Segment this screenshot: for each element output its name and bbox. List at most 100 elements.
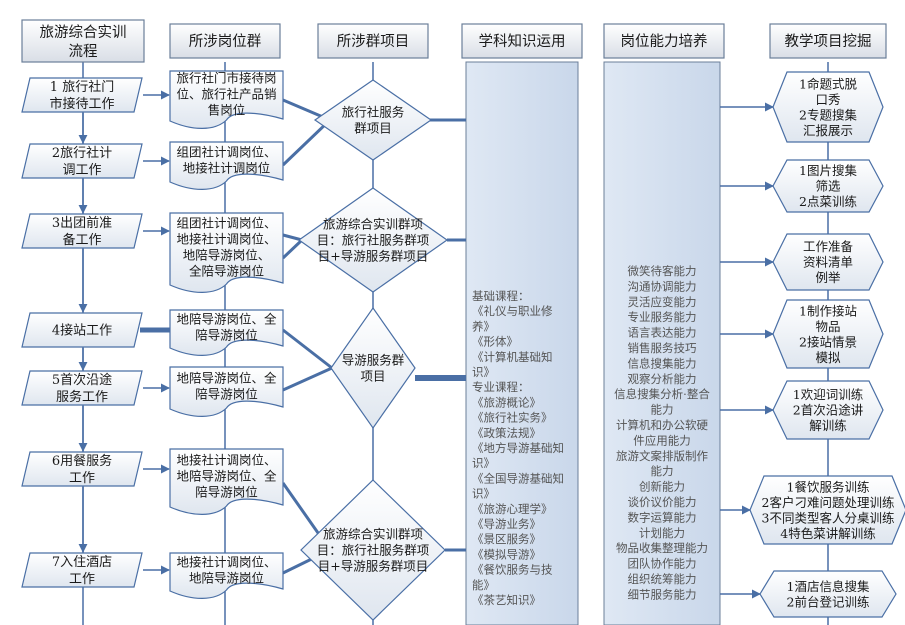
position-group-line: 地接社计调岗位 <box>183 161 271 176</box>
arrows <box>78 90 774 599</box>
teaching-hexagon-shape <box>772 299 884 369</box>
teaching-hexagon-line: 2前台登记训练 <box>787 594 870 609</box>
project-diamond-line: 旅行社服务 <box>342 105 405 120</box>
process-step-shape <box>21 451 143 487</box>
knowledge-line: 《政策法规》 <box>472 426 541 440</box>
header-process <box>21 19 145 63</box>
knowledge-line: 识》 <box>472 487 495 501</box>
project-diamond-line: 目+导游服务群项目 <box>318 249 428 264</box>
project-diamond-shape <box>313 79 433 161</box>
position-group-line: 地陪导游岗位、全 <box>176 469 277 484</box>
project-diamond-shape <box>297 187 449 293</box>
knowledge-line: 识》 <box>472 456 495 470</box>
position-group-line: 地陪导游岗位 <box>189 571 264 586</box>
teaching-hexagon-line: 1图片搜集 <box>799 163 857 178</box>
abilities-text: 微笑待客能力沟通协调能力灵活应变能力专业服务能力语言表达能力销售服务技巧信息搜集… <box>614 264 710 601</box>
teaching-hexagon-line: 筛选 <box>815 179 841 194</box>
teaching-hexagon-shape <box>772 71 884 143</box>
header-teaching-label: 教学项目挖掘 <box>785 33 872 50</box>
teaching-hexagon-line: 2接站情景 <box>799 334 857 349</box>
connector-line <box>282 233 303 242</box>
header-projects-label: 所涉群项目 <box>337 33 410 50</box>
position-groups: 旅行社门市接待岗位、旅行社产品销售岗位组团社计调岗位、地接社计调岗位组团社计调岗… <box>169 70 284 599</box>
position-group-shape <box>169 70 284 129</box>
knowledge-line: 基础课程： <box>472 289 530 303</box>
ability-line: 专业服务能力 <box>628 310 697 324</box>
teaching-hexagon-line: 汇报展示 <box>803 123 853 138</box>
teaching-hexagon-line: 2专题搜集 <box>799 107 857 122</box>
knowledge-line: 《形体》 <box>472 335 518 349</box>
knowledge-column <box>465 61 579 625</box>
position-group: 地接社计调岗位、地陪导游岗位、全陪导游岗位 <box>169 448 284 515</box>
project-diamond-shape <box>300 479 446 621</box>
knowledge-line: 《旅行社实务》 <box>472 411 553 425</box>
teaching-hexagon-line: 1酒店信息搜集 <box>787 579 870 594</box>
position-group-line: 陪导游岗位 <box>195 485 258 500</box>
ability-line: 能力 <box>651 403 674 417</box>
knowledge-line: 《模拟导游》 <box>472 547 541 561</box>
process-step-line: 3出团前准 <box>52 215 112 231</box>
position-group-line: 组团社计调岗位、 <box>176 145 276 160</box>
header-process-line2: 流程 <box>69 43 98 60</box>
process-step-line: 4接站工作 <box>52 323 112 339</box>
knowledge-line: 能》 <box>472 578 495 592</box>
process-steps: 1 旅行社门市接待工作2旅行社计调工作3出团前准备工作4接站工作5首次沿途服务工… <box>21 77 143 588</box>
position-group-line: 地接社计调岗位、 <box>176 555 276 570</box>
process-step-line: 7入住酒店 <box>52 555 112 570</box>
ability-line: 微笑待客能力 <box>628 264 697 278</box>
process-step-line: 备工作 <box>62 232 101 248</box>
position-group-shape <box>169 366 284 417</box>
header-abilities <box>603 23 725 59</box>
connector-line <box>282 328 333 370</box>
position-group: 地陪导游岗位、全陪导游岗位 <box>169 309 284 356</box>
process-step-shape <box>21 370 143 406</box>
teaching-hexagon-line: 解训练 <box>809 418 847 433</box>
ability-line: 组织统筹能力 <box>628 572 697 586</box>
position-group: 地陪导游岗位、全陪导游岗位 <box>169 366 284 417</box>
teaching-hexagon-line: 物品 <box>815 319 840 334</box>
position-group-line: 位、旅行社产品销 <box>176 87 276 102</box>
project-diamond-line: 目：旅行社服务群项 <box>317 543 430 558</box>
teaching-hexagon-shape <box>772 380 884 440</box>
position-group-line: 陪导游岗位 <box>195 328 258 343</box>
process-step-line: 2旅行社计 <box>52 145 112 161</box>
ability-line: 观察分析能力 <box>628 372 697 386</box>
project-diamond-line: 旅游综合实训群项 <box>323 217 423 232</box>
teaching-hexagon-line: 1餐饮服务训练 <box>787 479 870 494</box>
process-step-shape <box>21 143 143 179</box>
ability-line: 信息搜集能力 <box>628 356 697 370</box>
ability-line: 团队协作能力 <box>628 557 697 571</box>
ability-line: 销售服务技巧 <box>628 341 697 355</box>
connector-line <box>281 238 304 260</box>
process-step-shape <box>21 213 143 249</box>
header-positions-label: 所涉岗位群 <box>189 33 262 50</box>
process-step-shape <box>21 552 143 588</box>
header-projects <box>317 23 429 59</box>
teaching-hexagon-line: 1命题式脱 <box>799 76 857 91</box>
knowledge-line: 识》 <box>472 365 495 379</box>
knowledge-text: 基础课程：《礼仪与职业修养》《形体》《计算机基础知识》专业课程：《旅游概论》《旅… <box>472 289 564 607</box>
knowledge-line: 《餐饮服务与技 <box>472 563 553 577</box>
teaching-hexagon-line: 工作准备 <box>803 239 854 254</box>
teaching-hexagon-shape <box>749 475 905 545</box>
process-step-line: 调工作 <box>62 163 101 178</box>
header-process-line1: 旅游综合实训 <box>40 24 127 41</box>
header-knowledge <box>461 23 583 59</box>
ability-line: 沟通协调能力 <box>628 279 697 293</box>
teaching-hexagon-line: 2客户刁难问题处理训练 <box>762 495 895 510</box>
ability-line: 计划能力 <box>639 526 685 540</box>
teaching-hexagon-line: 4特色菜讲解训练 <box>780 526 876 541</box>
knowledge-line: 《全国导游基础知 <box>472 471 564 485</box>
ability-line: 谈价议价能力 <box>628 495 697 509</box>
